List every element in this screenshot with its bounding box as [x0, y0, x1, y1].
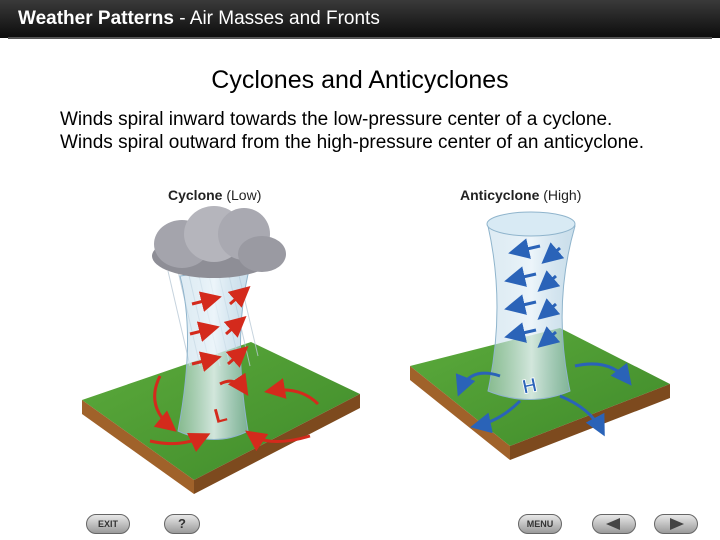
help-button[interactable]: ?	[164, 514, 200, 534]
header-bar: Weather Patterns - Air Masses and Fronts	[0, 0, 720, 39]
anticyclone-label-text: Anticyclone	[460, 187, 540, 203]
cyclone-label-paren: (Low)	[226, 187, 262, 203]
menu-button[interactable]: MENU	[518, 514, 562, 534]
arrow-right-icon	[670, 518, 684, 530]
anticyclone-wind-arrows	[455, 238, 632, 437]
anticyclone-label-paren: (High)	[543, 187, 582, 203]
anticyclone-label: Anticyclone (High)	[460, 187, 581, 203]
header-title-rest: - Air Masses and Fronts	[173, 8, 380, 29]
cyclone-label-text: Cyclone	[168, 187, 223, 203]
anticyclone-top	[486, 211, 576, 237]
header-title: Weather Patterns - Air Masses and Fronts	[18, 8, 380, 30]
cyclone-cloud	[152, 206, 286, 278]
header-title-bold: Weather Patterns	[18, 8, 174, 29]
cyclone-wind-arrows	[149, 286, 320, 452]
slide-title: Cyclones and Anticyclones	[211, 66, 509, 94]
anticyclone-funnel	[487, 215, 576, 400]
cyclone-anticyclone-illustration: L H	[82, 206, 670, 494]
next-button[interactable]	[654, 514, 698, 534]
slide-body-text: Winds spiral inward towards the low-pres…	[60, 109, 644, 153]
navigation-bar: EXIT ? MENU	[0, 508, 720, 540]
exit-button[interactable]: EXIT	[86, 514, 130, 534]
previous-button[interactable]	[592, 514, 636, 534]
high-pressure-marker: H	[520, 374, 539, 399]
header-divider	[8, 37, 712, 39]
cyclone-label: Cyclone (Low)	[168, 187, 261, 203]
arrow-left-icon	[606, 518, 620, 530]
low-pressure-marker: L	[212, 404, 229, 428]
